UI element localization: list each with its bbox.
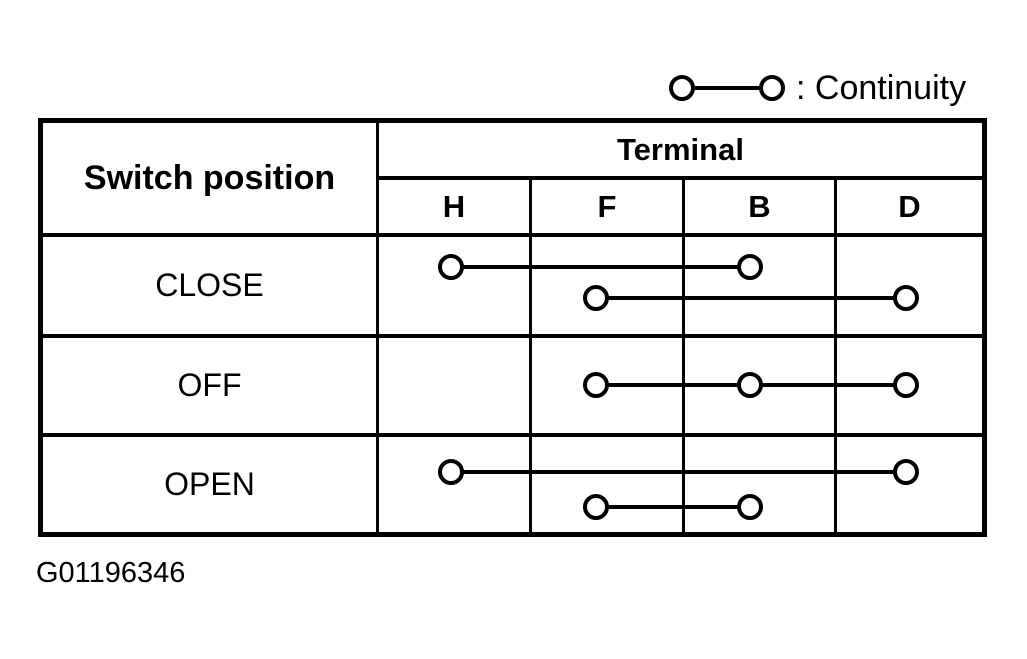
cell-close-b	[685, 237, 837, 338]
cell-open-f	[532, 437, 685, 532]
terminal-col-b: B	[685, 180, 837, 237]
terminal-col-f: F	[532, 180, 685, 237]
legend-label: : Continuity	[796, 69, 967, 107]
figure-id: G01196346	[36, 557, 186, 589]
row-label-close: CLOSE	[43, 237, 379, 338]
continuity-table: Switch position Terminal H F B D CLOSE O…	[38, 118, 987, 537]
cell-off-h	[379, 338, 532, 437]
cell-close-h	[379, 237, 532, 338]
switch-position-header: Switch position	[43, 123, 379, 237]
terminal-header: Terminal	[379, 123, 982, 180]
continuity-symbol-icon	[669, 75, 785, 101]
cell-close-d	[837, 237, 982, 338]
continuity-legend: : Continuity	[666, 70, 966, 106]
cell-close-f	[532, 237, 685, 338]
row-label-open: OPEN	[43, 437, 379, 532]
row-label-off: OFF	[43, 338, 379, 437]
cell-open-b	[685, 437, 837, 532]
table-grid: Switch position Terminal H F B D CLOSE O…	[43, 123, 982, 532]
cell-off-d	[837, 338, 982, 437]
cell-off-b	[685, 338, 837, 437]
terminal-col-h: H	[379, 180, 532, 237]
terminal-col-d: D	[837, 180, 982, 237]
cell-off-f	[532, 338, 685, 437]
cell-open-h	[379, 437, 532, 532]
cell-open-d	[837, 437, 982, 532]
